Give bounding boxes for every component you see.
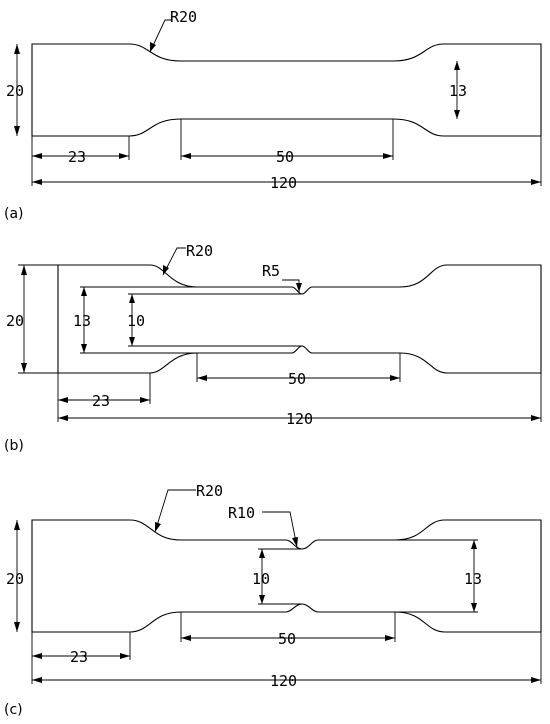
specimen-b-outline [57, 264, 542, 374]
label-a-gauge-width: 13 [449, 82, 467, 100]
label-c-gauge: 50 [278, 630, 296, 648]
dim-b-notch-width-10: 10 [127, 294, 145, 346]
leader-b-r5: R5 [262, 262, 302, 292]
dim-c-grip-23: 23 [31, 632, 131, 666]
dim-c-notch-width-10: 10 [252, 549, 270, 604]
dim-b-width-20: 20 [6, 265, 27, 373]
label-b-width: 20 [6, 312, 24, 330]
dim-a-width-20: 20 [6, 44, 24, 136]
dim-a-grip-23: 23 [31, 136, 130, 166]
label-b-radius: R20 [186, 242, 213, 260]
dim-b-grip-23: 23 [57, 373, 151, 422]
caption-c: (c) [4, 702, 23, 718]
dim-b-total-120: 120 [58, 373, 542, 428]
leader-c-r10: R10 [228, 504, 298, 548]
caption-b: (b) [4, 438, 24, 454]
label-a-radius: R20 [170, 8, 197, 26]
label-c-notch-radius: R10 [228, 504, 255, 522]
dim-c-total-120: 120 [31, 632, 542, 690]
figure-b: 20 13 10 23 [6, 242, 542, 428]
label-c-width: 20 [6, 570, 24, 588]
label-a-gauge: 50 [276, 148, 294, 166]
label-a-width: 20 [6, 82, 24, 100]
dim-b-gauge-width-13: 13 [73, 287, 91, 353]
label-c-total: 120 [270, 672, 297, 690]
leader-c-r20: R20 [154, 482, 223, 533]
dim-c-gauge-50: 50 [180, 612, 396, 648]
label-c-grip: 23 [70, 648, 88, 666]
label-b-notch-radius: R5 [262, 262, 280, 280]
label-b-grip: 23 [92, 392, 110, 410]
label-b-gauge: 50 [288, 370, 306, 388]
label-b-gauge-width: 13 [73, 312, 91, 330]
dim-b-gauge-50: 50 [196, 353, 401, 388]
figure-c: 20 10 13 23 [6, 482, 542, 690]
dim-c-width-20: 20 [6, 520, 24, 632]
caption-a: (a) [4, 206, 24, 222]
label-c-notch-width: 10 [252, 570, 270, 588]
label-c-radius: R20 [196, 482, 223, 500]
label-b-total: 120 [286, 410, 313, 428]
label-a-total: 120 [270, 174, 297, 192]
dim-a-total-120: 120 [31, 136, 542, 192]
leader-b-r20: R20 [162, 242, 213, 276]
leader-a-r20: R20 [149, 8, 197, 53]
dim-a-gauge-width-13: 13 [449, 61, 467, 119]
label-c-gauge-width: 13 [464, 570, 482, 588]
label-b-notch-width: 10 [127, 312, 145, 330]
figure-a: 20 13 23 50 [6, 8, 542, 192]
dim-a-gauge-50: 50 [180, 119, 394, 166]
label-a-grip: 23 [68, 148, 86, 166]
dim-c-gauge-width-13: 13 [464, 540, 482, 612]
